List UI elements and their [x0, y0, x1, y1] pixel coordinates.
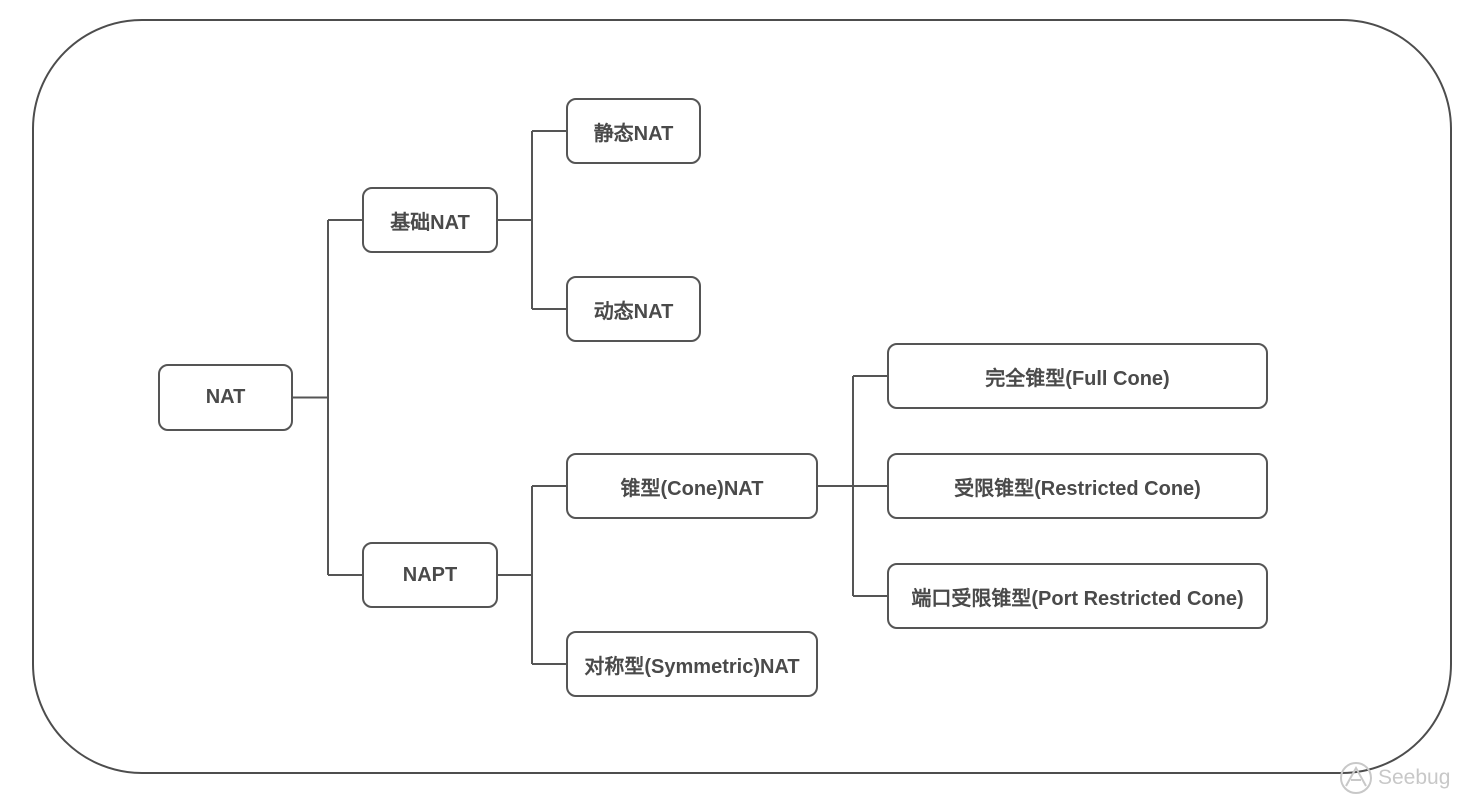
node-napt: NAPT: [362, 542, 498, 608]
seebug-logo-icon: [1340, 762, 1372, 794]
node-symmetric-nat: 对称型(Symmetric)NAT: [566, 631, 818, 697]
node-nat: NAT: [158, 364, 293, 431]
node-restricted-cone: 受限锥型(Restricted Cone): [887, 453, 1268, 519]
node-cone-nat: 锥型(Cone)NAT: [566, 453, 818, 519]
connector-cone-nat: [818, 375, 887, 597]
node-dynamic-nat: 动态NAT: [566, 276, 701, 342]
node-full-cone: 完全锥型(Full Cone): [887, 343, 1268, 409]
diagram-frame: [32, 19, 1452, 774]
node-basic-nat: 基础NAT: [362, 187, 498, 253]
connector-nat: [293, 219, 362, 576]
node-port-restricted-cone: 端口受限锥型(Port Restricted Cone): [887, 563, 1268, 629]
connector-napt: [498, 485, 566, 665]
node-static-nat: 静态NAT: [566, 98, 701, 164]
connector-basic-nat: [498, 130, 566, 310]
watermark-text: Seebug: [1378, 766, 1451, 789]
seebug-watermark: Seebug: [1338, 760, 1450, 796]
